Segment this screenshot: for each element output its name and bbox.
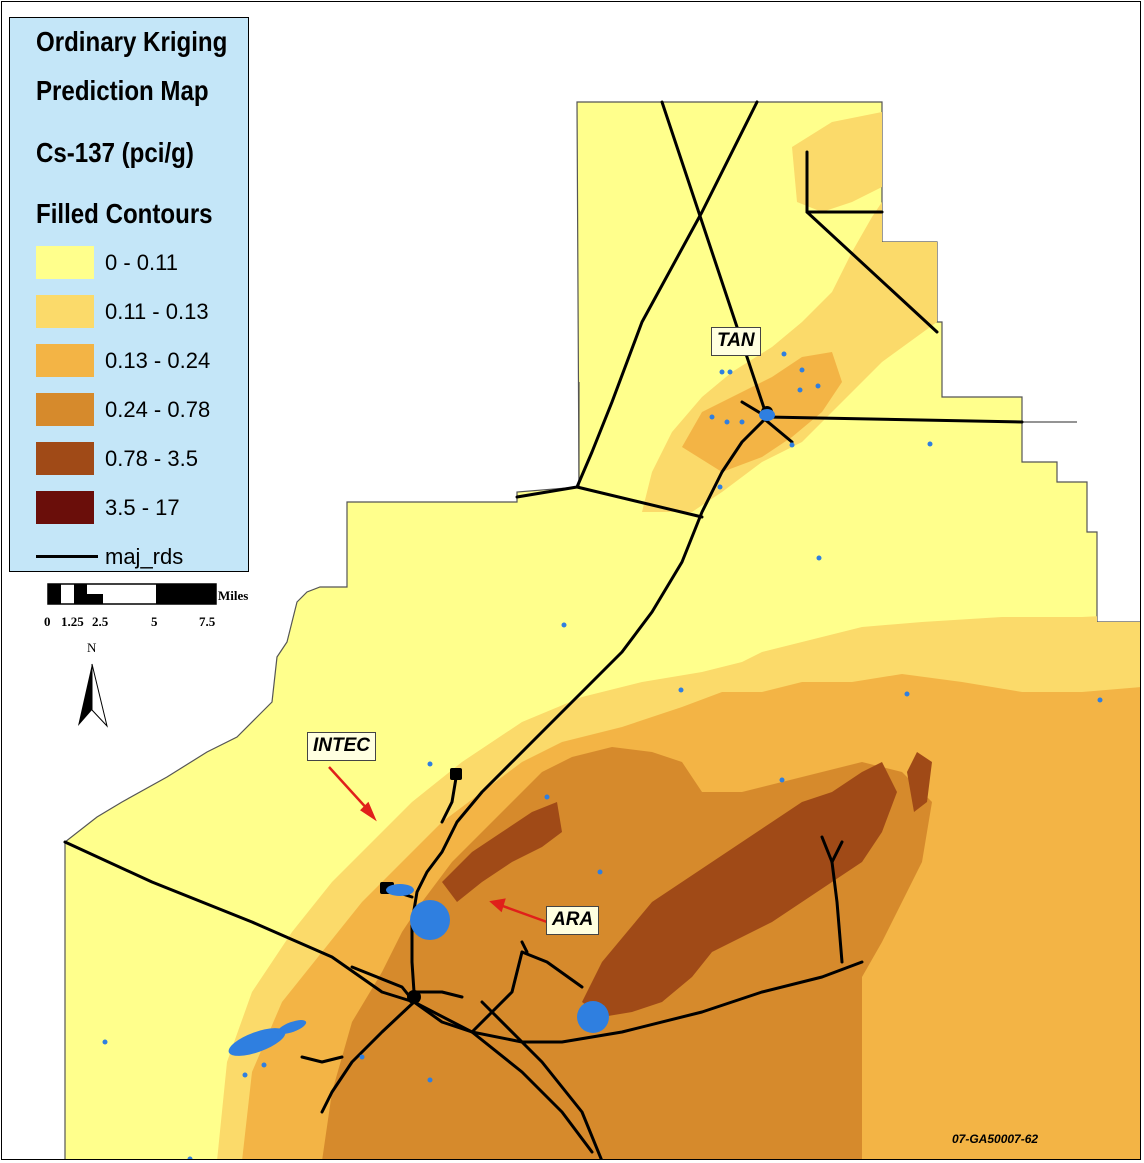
scale-bar-unit: Miles bbox=[218, 588, 249, 603]
legend-class-label: 0.13 - 0.24 bbox=[105, 348, 211, 373]
legend-item-class: 0.78 - 3.5 bbox=[36, 442, 246, 478]
legend-color-swatch bbox=[36, 295, 94, 328]
legend-title-line-3: Cs-137 (pci/g) bbox=[36, 137, 194, 168]
scale-tick-3: 5 bbox=[151, 614, 158, 629]
scale-tick-0: 0 bbox=[44, 614, 51, 629]
legend-item-class: 0.13 - 0.24 bbox=[36, 344, 246, 380]
pointer-arrows bbox=[328, 766, 548, 924]
contour-011-013-upper bbox=[792, 112, 882, 212]
legend-item-class: 0.11 - 0.13 bbox=[36, 295, 246, 331]
map-legend: Ordinary Kriging Prediction Map Cs-137 (… bbox=[9, 17, 249, 572]
legend-title-line-2: Prediction Map bbox=[36, 75, 209, 106]
legend-class-label: 3.5 - 17 bbox=[105, 495, 180, 520]
contour-078-35-ridge-west bbox=[442, 802, 562, 902]
north-arrow-label: N bbox=[87, 640, 97, 655]
legend-title-line-1: Ordinary Kriging bbox=[36, 26, 228, 57]
contour-078-35-ridge-east bbox=[582, 762, 897, 1017]
legend-class-label: 0.78 - 3.5 bbox=[105, 446, 198, 471]
scale-tick-1: 1.25 bbox=[61, 614, 84, 629]
figure-code: 07-GA50007-62 bbox=[952, 1132, 1039, 1146]
legend-item-class: 0.24 - 0.78 bbox=[36, 393, 246, 429]
scale-tick-2: 2.5 bbox=[92, 614, 109, 629]
legend-color-swatch bbox=[36, 393, 94, 426]
legend-class-label: 0.11 - 0.13 bbox=[105, 299, 209, 324]
scale-tick-4: 7.5 bbox=[199, 614, 216, 629]
legend-item-class: 3.5 - 17 bbox=[36, 491, 246, 527]
north-arrow-icon bbox=[78, 663, 108, 728]
legend-class-label: 0 - 0.11 bbox=[105, 250, 178, 275]
legend-item-class: 0 - 0.11 bbox=[36, 246, 246, 282]
legend-color-swatch bbox=[36, 491, 94, 524]
legend-color-swatch bbox=[36, 344, 94, 377]
legend-item-roads: maj_rds bbox=[36, 540, 246, 576]
site-label-intec: INTEC bbox=[307, 732, 376, 761]
contour-078-35-east bbox=[907, 752, 932, 812]
site-label-ara: ARA bbox=[546, 906, 600, 935]
legend-class-label: 0.24 - 0.78 bbox=[105, 397, 211, 422]
sample-point-clusters bbox=[228, 409, 775, 1056]
legend-color-swatch bbox=[36, 246, 94, 279]
road-line-swatch bbox=[36, 555, 98, 558]
north-arrow: N bbox=[74, 640, 114, 730]
scale-bar-graphic bbox=[47, 583, 217, 605]
scale-bar: Miles 0 1.25 2.5 5 7.5 bbox=[40, 582, 270, 632]
major-roads bbox=[63, 100, 1024, 1159]
legend-title-line-4: Filled Contours bbox=[36, 198, 213, 229]
legend-road-label: maj_rds bbox=[105, 544, 184, 569]
site-label-tan: TAN bbox=[711, 327, 761, 356]
legend-color-swatch bbox=[36, 442, 94, 475]
sample-points bbox=[102, 351, 1103, 1159]
